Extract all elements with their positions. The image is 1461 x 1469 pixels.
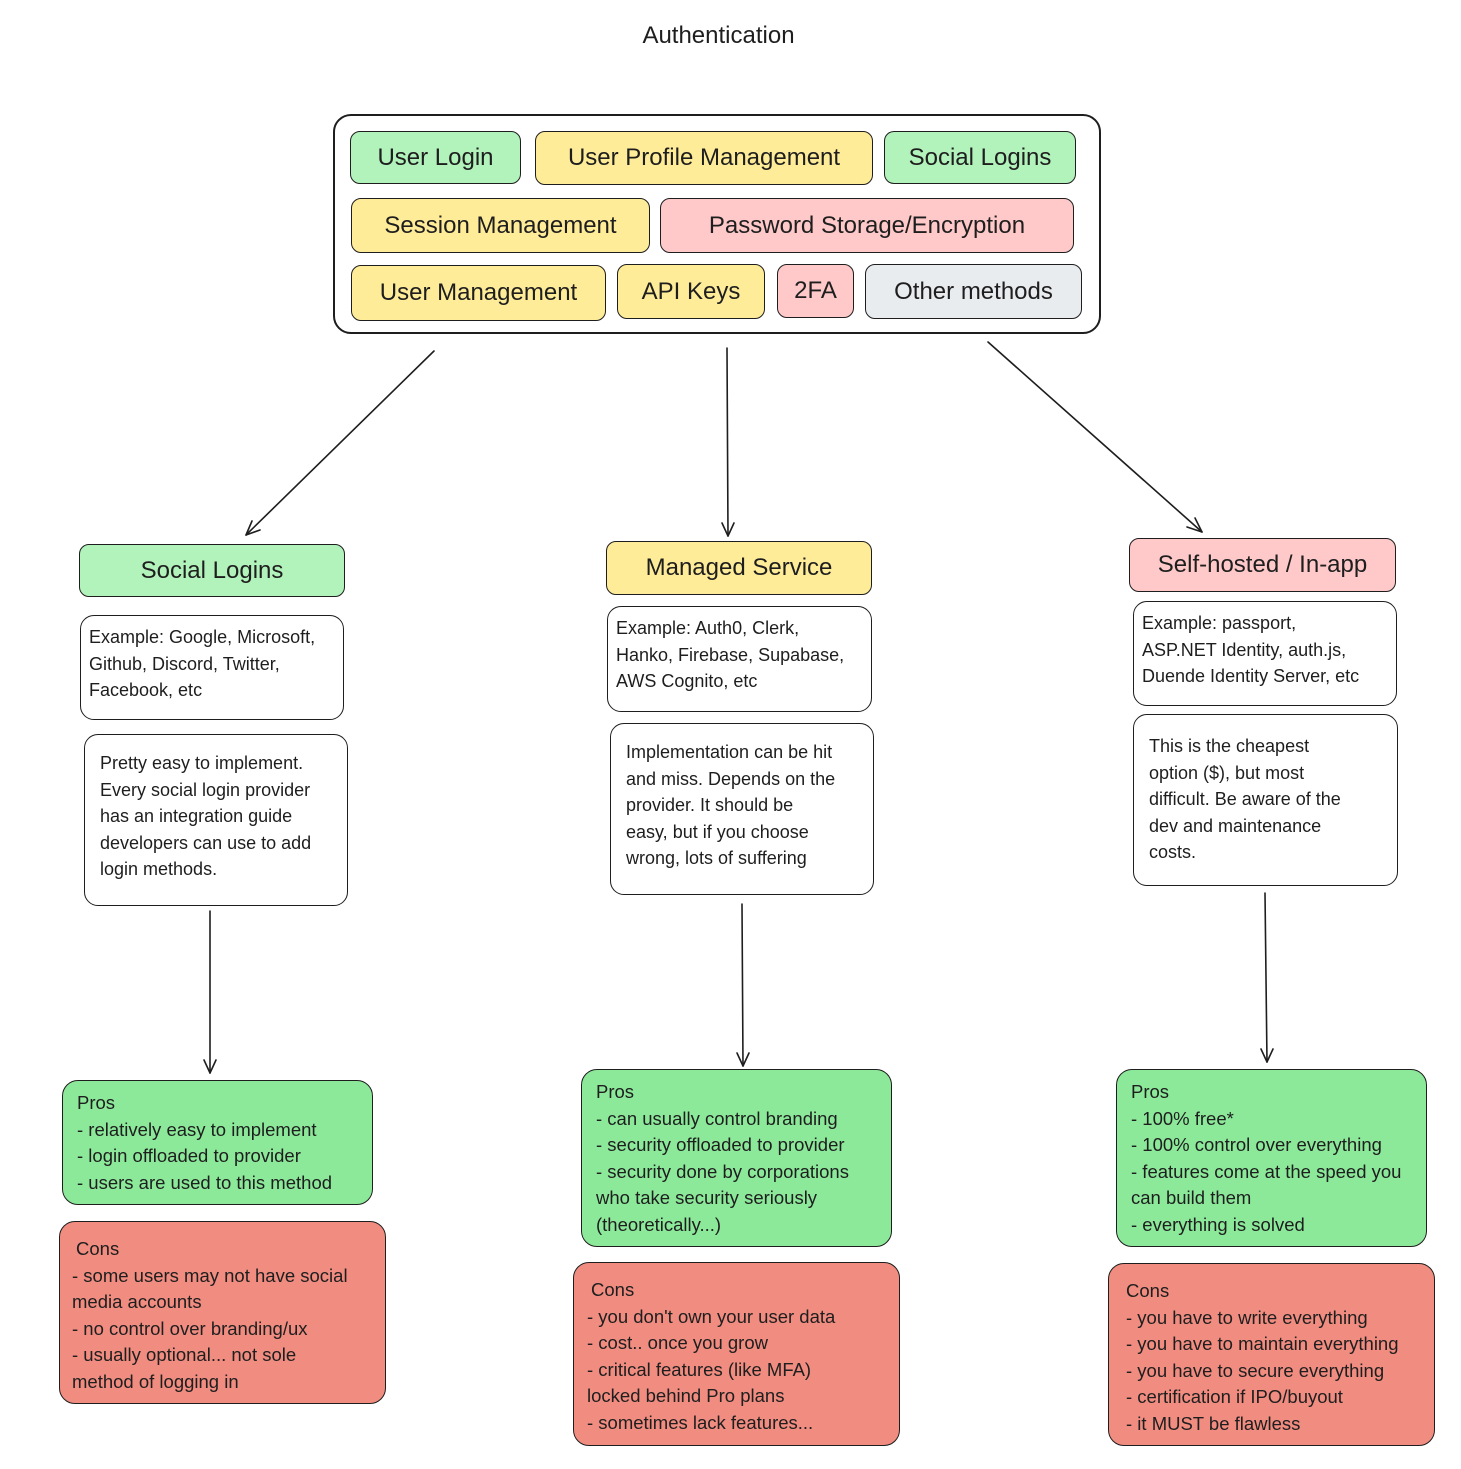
cons-card-self-hosted: Cons - you have to write everything - yo… [1108,1263,1435,1446]
heading-self-hosted[interactable]: Self-hosted / In-app [1129,538,1396,592]
feature-other-methods[interactable]: Other methods [865,264,1082,319]
pros-item: - security offloaded to provider [596,1134,845,1155]
arrow-social-to-pros [203,910,217,1074]
description-line: Every social login provider [100,779,311,800]
pros-heading: Pros [77,1092,116,1113]
cons-item: - usually optional... not sole [72,1344,297,1365]
cons-item: - you have to maintain everything [1126,1333,1399,1354]
cons-item: - sometimes lack features... [587,1411,814,1433]
description-card-managed-service: Implementation can be hit and miss. Depe… [610,723,874,895]
cons-item: locked behind Pro plans [587,1385,785,1406]
example-line: Hanko, Firebase, Supabase, [616,644,845,665]
feature-social-logins[interactable]: Social Logins [884,131,1076,184]
description-card-self-hosted: This is the cheapest option ($), but mos… [1133,714,1398,886]
feature-2fa[interactable]: 2FA [777,264,854,318]
cons-item: method of logging in [72,1370,239,1392]
heading-managed-service[interactable]: Managed Service [606,541,872,595]
cons-item: - some users may not have social [72,1264,348,1286]
cons-item: - it MUST be flawless [1126,1412,1301,1434]
example-line: AWS Cognito, etc [616,671,758,691]
pros-item: (theoretically...) [596,1213,722,1235]
example-line: Example: Auth0, Clerk, [616,618,800,638]
arrow-to-self-hosted [987,341,1203,533]
description-line: This is the cheapest [1149,736,1310,756]
pros-card-social-logins: Pros - relatively easy to implement - lo… [62,1080,373,1205]
description-line: developers can use to add [100,832,312,853]
pros-item: can build them [1131,1187,1252,1208]
cons-heading: Cons [76,1238,120,1259]
description-line: costs. [1149,842,1197,862]
cons-card-social-logins: Cons - some users may not have social me… [59,1221,386,1404]
description-line: has an integration guide [100,806,293,826]
feature-user-management[interactable]: User Management [351,265,606,321]
example-line: Facebook, etc [89,680,203,700]
cons-item: - critical features (like MFA) [587,1358,812,1380]
example-line: Duende Identity Server, etc [1142,666,1360,686]
pros-item: - login offloaded to provider [77,1145,301,1166]
pros-item: - 100% free* [1131,1107,1234,1129]
heading-social-logins[interactable]: Social Logins [79,544,345,597]
feature-session-management[interactable]: Session Management [351,198,650,253]
example-line: ASP.NET Identity, auth.js, [1142,639,1347,660]
pros-heading: Pros [1131,1081,1170,1102]
pros-item: who take security seriously [596,1187,818,1208]
description-line: Implementation can be hit [626,742,833,762]
description-line: dev and maintenance [1149,815,1322,836]
cons-item: - you don't own your user data [587,1305,836,1327]
description-line: easy, but if you choose [626,821,809,842]
pros-item: - everything is solved [1131,1213,1305,1235]
cons-card-managed-service: Cons - you don't own your user data - co… [573,1262,900,1446]
pros-card-managed-service: Pros - can usually control branding - se… [581,1069,892,1247]
cons-item: - you have to secure everything [1126,1359,1385,1381]
example-line: Example: Google, Microsoft, [89,627,316,647]
cons-heading: Cons [1126,1280,1170,1301]
example-card-social-logins: Example: Google, Microsoft, Github, Disc… [80,615,344,720]
cons-item: media accounts [72,1291,202,1312]
example-line: Github, Discord, Twitter, [89,653,280,674]
example-line: Example: passport, [1142,613,1297,633]
feature-user-profile-management[interactable]: User Profile Management [535,131,873,185]
arrow-to-managed-service [721,347,735,537]
description-line: provider. It should be [626,795,794,815]
description-line: difficult. Be aware of the [1149,789,1341,809]
feature-user-login[interactable]: User Login [350,131,521,184]
example-card-self-hosted: Example: passport, ASP.NET Identity, aut… [1133,601,1397,706]
feature-api-keys[interactable]: API Keys [617,264,765,319]
cons-item: - certification if IPO/buyout [1126,1386,1343,1407]
description-line: login methods. [100,859,218,879]
example-card-managed-service: Example: Auth0, Clerk, Hanko, Firebase, … [607,606,872,712]
arrow-managed-to-pros [736,903,750,1067]
arrow-to-social-logins [245,350,435,536]
pros-item: - security done by corporations [596,1160,849,1182]
diagram-title: Authentication [642,22,795,49]
feature-password-storage[interactable]: Password Storage/Encryption [660,198,1074,253]
pros-item: - relatively easy to implement [77,1118,317,1140]
pros-item: - users are used to this method [77,1171,333,1193]
pros-card-self-hosted: Pros - 100% free* - 100% control over ev… [1116,1069,1427,1247]
pros-heading: Pros [596,1081,635,1102]
description-line: wrong, lots of suffering [626,848,807,868]
cons-item: - cost.. once you grow [587,1332,768,1353]
cons-heading: Cons [591,1279,635,1300]
description-line: option ($), but most [1149,762,1305,783]
pros-item: - features come at the speed you [1131,1160,1402,1182]
description-card-social-logins: Pretty easy to implement. Every social l… [84,734,348,906]
cons-item: - you have to write everything [1126,1306,1368,1328]
description-line: and miss. Depends on the [626,768,836,789]
cons-item: - no control over branding/ux [72,1317,308,1339]
pros-item: - 100% control over everything [1131,1134,1382,1155]
pros-item: - can usually control branding [596,1107,838,1129]
description-line: Pretty easy to implement. [100,753,304,773]
arrow-selfhosted-to-pros [1260,892,1274,1063]
